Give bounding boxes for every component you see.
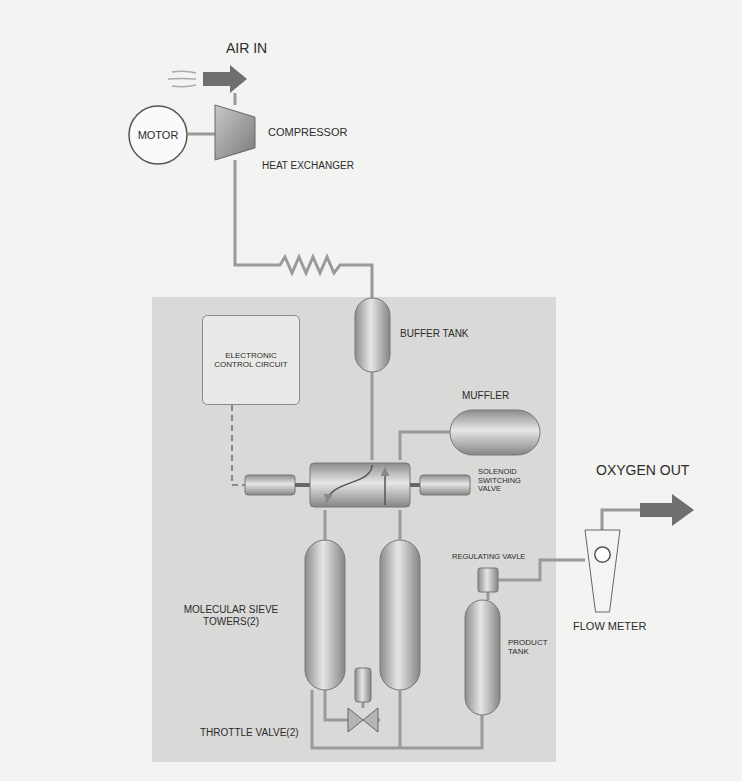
buffer-tank: BUFFER TANK: [355, 298, 390, 372]
product-tank: PRODUCT TANK: [465, 600, 500, 715]
pipe-connector: [325, 690, 348, 720]
pipe-connector: [312, 690, 482, 748]
pipe-connector: [400, 432, 450, 460]
sieve-tower: [380, 540, 420, 690]
node-label: COMPRESSOR: [268, 126, 347, 139]
pipe-connector: [235, 160, 372, 298]
node-label: MOLECULAR SIEVE TOWERS(2): [176, 604, 286, 627]
control-circuit-box: ELECTRONIC CONTROL CIRCUIT: [202, 315, 300, 405]
pipe-connector: [232, 405, 245, 485]
muffler: MUFFLER: [450, 410, 540, 455]
compressor-body: COMPRESSOR: [215, 105, 255, 160]
node-label: MOTOR: [138, 129, 179, 142]
buffer-tank-outline: [355, 298, 390, 372]
oxygen-out-arrow: [602, 494, 694, 530]
solenoid-valve-outline: [245, 460, 470, 510]
housing-panel: [152, 297, 556, 762]
heat-exchanger-label: HEAT EXCHANGER: [262, 160, 354, 172]
regulating-valve: REGULATING VAVLE: [478, 568, 498, 592]
product-tank-outline: [465, 600, 500, 715]
flow-meter: FLOW METER: [585, 530, 620, 612]
pipe-connector: [324, 510, 327, 540]
pipe-connector: [371, 372, 374, 460]
muffler-outline: [450, 410, 540, 455]
pipe-connector: [188, 133, 215, 136]
air-in-arrow: [168, 65, 247, 105]
throttle-valve-outline: [348, 708, 378, 732]
throttle-actuator: [355, 668, 371, 702]
node-label: SOLENOID SWITCHING VALVE: [478, 468, 540, 494]
pipe-connector: [498, 560, 585, 580]
air-in-label: AIR IN: [226, 40, 267, 56]
compressor-body-outline: [215, 105, 255, 160]
node-label: REGULATING VAVLE: [452, 553, 525, 562]
node-label: BUFFER TANK: [400, 328, 469, 340]
motor-circle: MOTOR: [128, 105, 188, 165]
node-label: FLOW METER: [573, 620, 646, 633]
node-label: ELECTRONIC CONTROL CIRCUIT: [211, 351, 291, 369]
solenoid-valve: SOLENOID SWITCHING VALVE: [245, 460, 470, 510]
sieve-tower-outline: [305, 540, 345, 690]
node-label: MUFFLER: [462, 390, 509, 402]
pipe-connector: [487, 592, 490, 600]
throttle-valve: THROTTLE VALVE(2): [348, 708, 378, 732]
node-label: PRODUCT TANK: [508, 638, 548, 656]
regulating-valve-outline: [478, 568, 498, 592]
oxygen-out-label: OXYGEN OUT: [596, 462, 689, 478]
node-label: THROTTLE VALVE(2): [200, 727, 299, 739]
flow-meter-outline: [585, 530, 620, 612]
sieve-tower: MOLECULAR SIEVE TOWERS(2): [305, 540, 345, 690]
pipe: [363, 510, 400, 748]
